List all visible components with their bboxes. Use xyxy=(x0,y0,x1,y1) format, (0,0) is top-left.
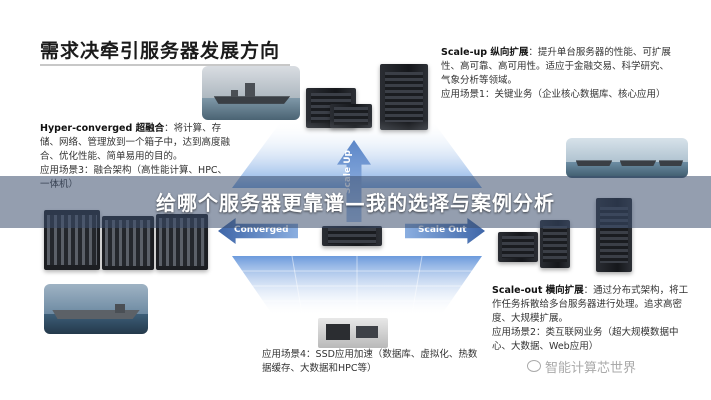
scale-out-block: Scale-out 横向扩展：通过分布式架构，将工作任务拆散给多台服务器进行处理… xyxy=(492,284,692,354)
ssd-block: 应用场景4：SSD应用加速（数据库、虚拟化、热数据缓存、大数据和HPC等） xyxy=(262,348,482,376)
overlay-title: 给哪个服务器更靠谱—我的选择与案例分析 xyxy=(156,191,555,215)
server-image-right-1 xyxy=(498,232,538,262)
scale-out-scene: 应用场景2：类互联网业务（超大规模数据中心、大数据、Web应用） xyxy=(492,327,679,352)
scale-out-desc: ：通过分布式架构，将工作任务拆散给多台服务器进行处理。追求高密度、大规模扩展。 xyxy=(492,285,689,324)
floor-bottom-grid xyxy=(232,256,482,315)
aircraft-carrier-image xyxy=(44,284,148,334)
converged-arrow-label: Converged xyxy=(234,225,289,235)
hyper-heading: Hyper-converged 超融合 xyxy=(40,123,165,134)
warship-image xyxy=(202,66,300,120)
scale-out-arrow-label: Scale Out xyxy=(418,225,467,235)
wechat-icon xyxy=(527,360,541,372)
scale-out-heading: Scale-out 横向扩展 xyxy=(492,285,584,296)
scale-up-scene: 应用场景1：关键业务（企业核心数据库、核心应用） xyxy=(441,89,666,100)
hyper-desc: ：将计算、存储、网络、管理放到一个箱子中，达到高度融合、优化性能、简单易用的目的… xyxy=(40,123,231,162)
scale-up-block: Scale-up 纵向扩展：提升单台服务器的性能、可扩展性、高可靠、高可用性。适… xyxy=(441,46,676,102)
server-image-center xyxy=(322,226,382,246)
watermark-text: 智能计算芯世界 xyxy=(545,361,637,376)
ssd-scene: 应用场景4：SSD应用加速（数据库、虚拟化、热数据缓存、大数据和HPC等） xyxy=(262,349,478,374)
navy-fleet-image xyxy=(566,138,688,178)
scale-up-heading: Scale-up 纵向扩展 xyxy=(441,47,529,58)
title-divider xyxy=(40,64,290,66)
overlay-banner xyxy=(0,176,711,228)
scale-up-desc: ：提升单台服务器的性能、可扩展性、高可靠、高可用性。适应于金融交易、科学研究、气… xyxy=(441,47,671,86)
server-image-right-2 xyxy=(540,220,570,268)
server-image-top-right xyxy=(380,64,428,130)
page-title: 需求决牵引服务器发展方向 xyxy=(40,40,281,62)
ssd-card-image xyxy=(318,318,388,348)
